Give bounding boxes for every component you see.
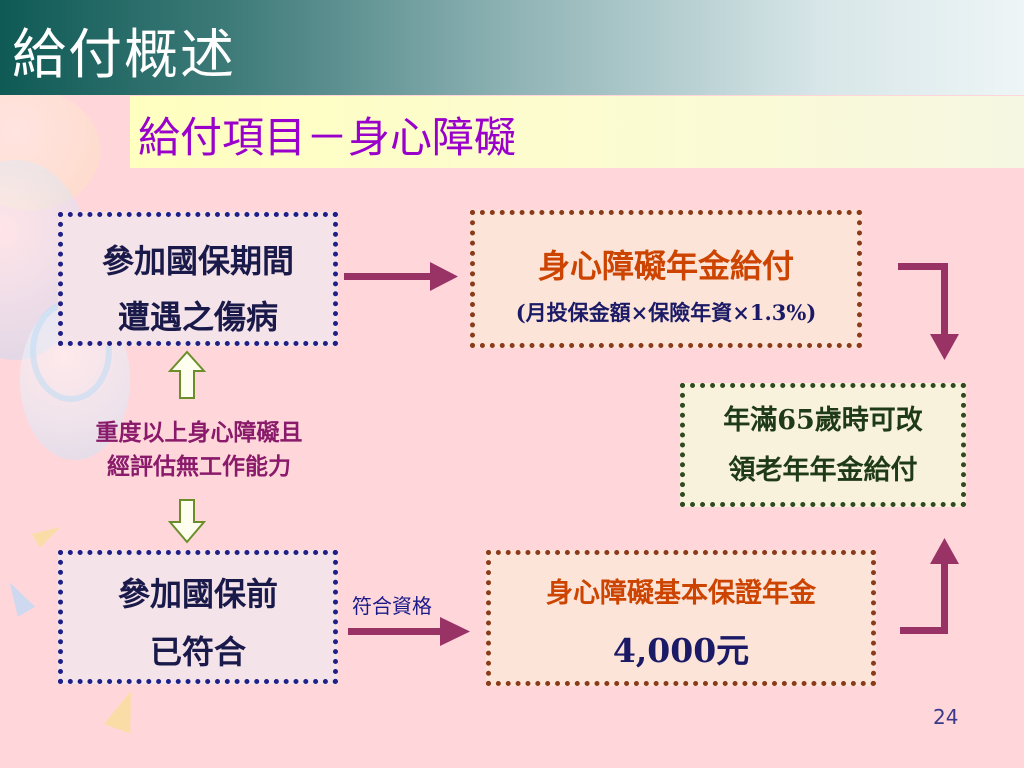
condition-text: 經評估無工作能力 bbox=[107, 453, 291, 480]
arrow-right-bottom bbox=[348, 617, 470, 646]
slide-subtitle: 給付項目－身心障礙 bbox=[138, 113, 517, 162]
subtitle-band bbox=[130, 96, 1024, 168]
condition-label: 重度以上身心障礙且 經評估無工作能力 bbox=[54, 416, 344, 484]
box-text: 遭遇之傷病 bbox=[117, 298, 278, 336]
arrow-bend-up bbox=[900, 538, 959, 634]
guarantee-amount: 4,000元 bbox=[612, 631, 750, 670]
box-text: 參加國保前 bbox=[117, 575, 278, 613]
page-number: 24 bbox=[933, 705, 959, 729]
arrow-bend-down bbox=[898, 263, 959, 360]
hollow-up-arrow bbox=[167, 350, 207, 399]
box-age-65-switch: 年滿65歲時可改 領老年年金給付 bbox=[680, 383, 966, 507]
guarantee-title: 身心障礙基本保證年金 bbox=[546, 578, 816, 609]
pension-formula: (月投保金額×保險年資×1.3%) bbox=[515, 300, 817, 325]
hollow-down-arrow bbox=[167, 499, 207, 544]
box-before-insurance: 參加國保前 已符合 bbox=[58, 550, 338, 684]
condition-text: 重度以上身心障礙且 bbox=[95, 419, 303, 446]
box-basic-guarantee: 身心障礙基本保證年金 4,000元 bbox=[486, 550, 876, 686]
slide-title: 給付概述 bbox=[12, 23, 236, 86]
pension-title: 身心障礙年金給付 bbox=[537, 247, 794, 285]
qualify-label: 符合資格 bbox=[352, 594, 432, 618]
box-text: 年滿65歲時可改 bbox=[723, 405, 923, 436]
box-text: 領老年年金給付 bbox=[728, 455, 918, 486]
box-text: 已符合 bbox=[149, 633, 246, 671]
box-text: 參加國保期間 bbox=[101, 242, 294, 280]
header-band bbox=[0, 0, 1024, 95]
arrow-right-top bbox=[344, 262, 458, 291]
box-during-insurance: 參加國保期間 遭遇之傷病 bbox=[58, 212, 338, 346]
box-disability-pension: 身心障礙年金給付 (月投保金額×保險年資×1.3%) bbox=[470, 210, 862, 348]
